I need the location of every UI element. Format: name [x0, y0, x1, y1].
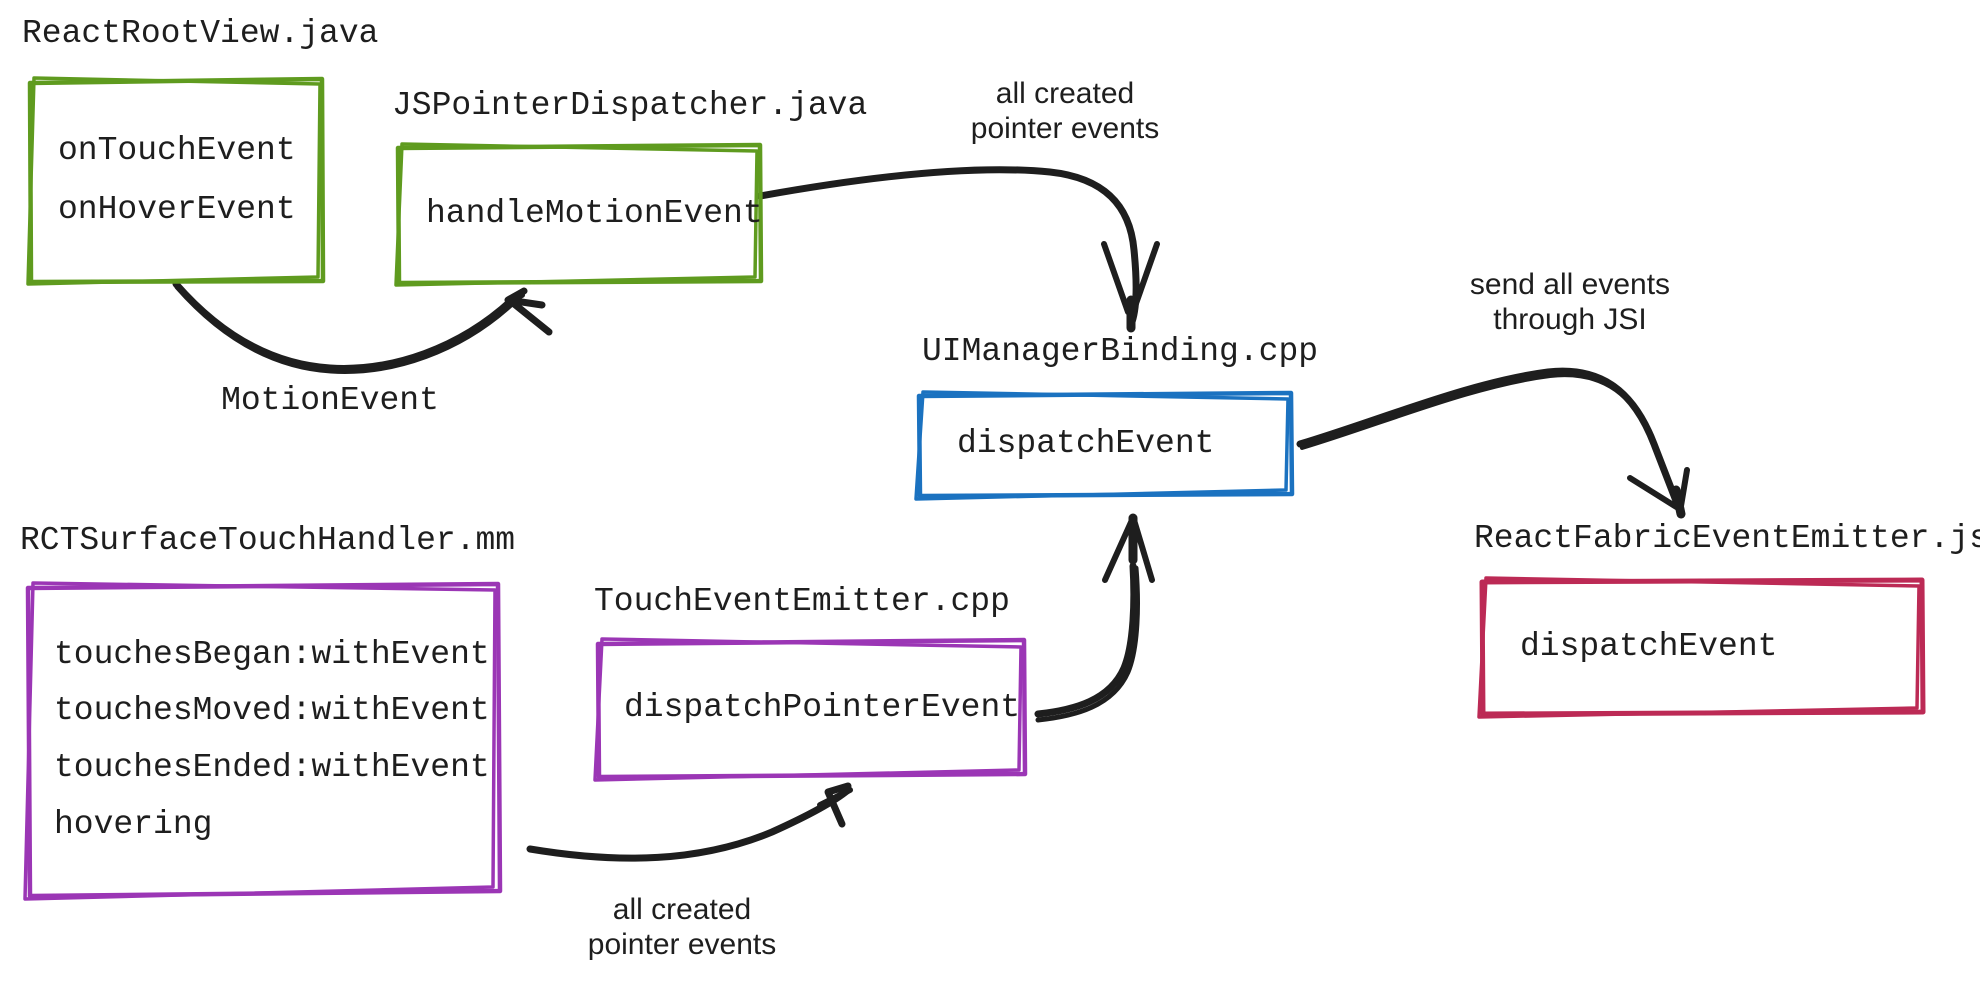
node-js-pointer-dispatcher[interactable]: handleMotionEvent [398, 145, 763, 283]
node-react-fabric-event-emitter[interactable]: dispatchEvent [1482, 580, 1924, 714]
node-touch-event-emitter[interactable]: dispatchPointerEvent [598, 640, 1026, 777]
node-ui-manager-binding[interactable]: dispatchEvent [919, 393, 1293, 496]
method-hovering: hovering [54, 805, 213, 843]
node-rct-surface-touch-handler[interactable]: touchesBegan:withEvent touchesMoved:with… [28, 584, 500, 896]
edge-label-motion-event: MotionEvent [221, 382, 439, 419]
file-label-touch-event-emitter: TouchEventEmitter.cpp [594, 583, 1010, 620]
method-dispatch-event-js: dispatchEvent [1520, 627, 1778, 665]
file-label-rct-surface-touch-handler: RCTSurfaceTouchHandler.mm [20, 522, 516, 559]
arrow-android-pointer-events [756, 166, 1160, 333]
file-label-react-root-view: ReactRootView.java [22, 15, 379, 52]
method-touches-moved: touchesMoved:withEvent [54, 692, 490, 730]
arrow-ios-pointer-events [526, 782, 853, 862]
method-touches-ended: touchesEnded:withEvent [54, 749, 490, 786]
file-label-js-pointer-dispatcher: JSPointerDispatcher.java [392, 87, 868, 124]
edge-label-ios-pointer-events: all created pointer events [587, 893, 777, 962]
method-on-hover-event: onHoverEvent [58, 191, 296, 228]
arrow-send-through-jsi [1296, 367, 1690, 519]
method-handle-motion-event: handleMotionEvent [426, 194, 763, 232]
arrow-motion-event [172, 280, 553, 374]
method-dispatch-pointer-event: dispatchPointerEvent [624, 689, 1021, 727]
method-on-touch-event: onTouchEvent [58, 132, 296, 170]
edge-label-send-through-jsi: send all events through JSI [1469, 268, 1671, 337]
node-react-root-view[interactable]: onTouchEvent onHoverEvent [30, 79, 324, 283]
file-label-react-fabric-event-emitter: ReactFabricEventEmitter.js [1474, 520, 1980, 557]
edge-label-android-pointer-events: all created pointer events [970, 77, 1160, 146]
arrow-pointer-event-to-binding [1034, 513, 1155, 723]
method-touches-began: touchesBegan:withEvent [54, 635, 490, 673]
method-dispatch-event-cpp: dispatchEvent [957, 425, 1215, 463]
file-label-ui-manager-binding: UIManagerBinding.cpp [922, 333, 1319, 370]
